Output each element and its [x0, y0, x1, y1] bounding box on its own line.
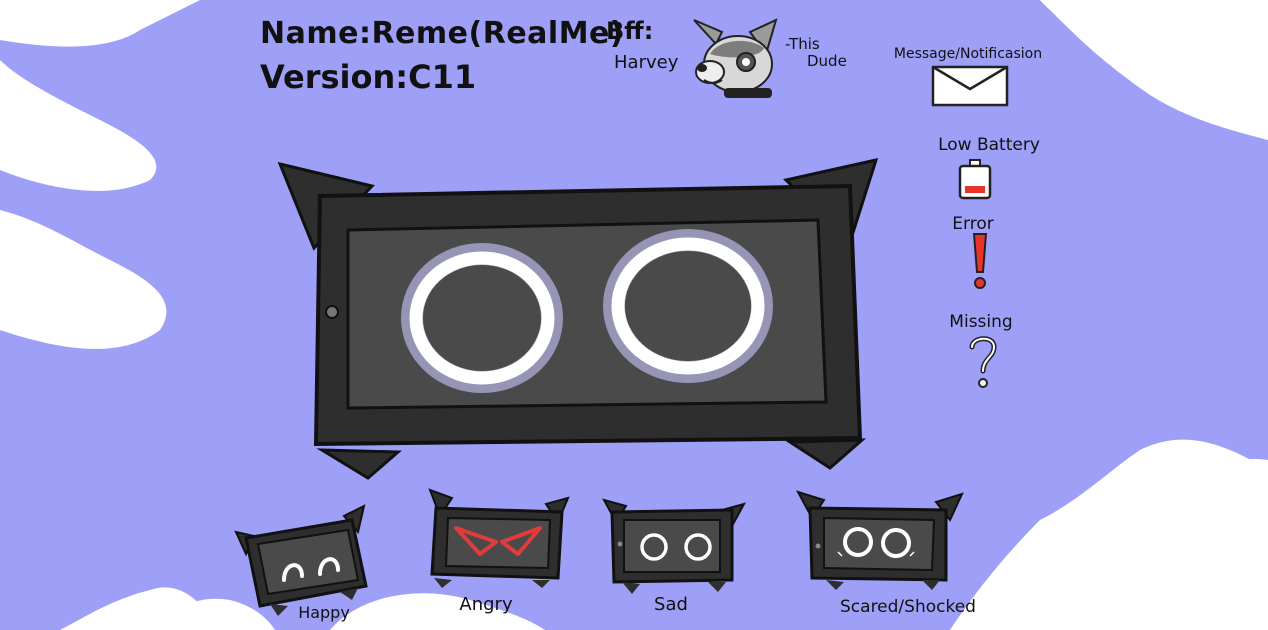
white-cloud-bottom-mid	[330, 593, 545, 630]
question-mark-icon	[969, 336, 997, 388]
expression-sad-face	[602, 498, 746, 594]
expression-angry-label: Angry	[459, 594, 513, 615]
exclamation-icon	[972, 233, 988, 289]
main-eye-right	[603, 229, 773, 383]
white-cloud-bottom-left	[160, 598, 275, 630]
bff-note: -This Dude	[785, 36, 847, 70]
expression-scared-label: Scared/Shocked	[840, 597, 976, 617]
expression-scared-face	[796, 490, 964, 590]
white-cloud-right	[1040, 0, 1268, 140]
status-low-battery-label: Low Battery	[938, 135, 1040, 155]
envelope-icon	[931, 65, 1009, 107]
bff-name: Harvey	[614, 52, 679, 73]
low-battery-icon	[958, 159, 992, 200]
status-message-label: Message/Notificasion	[893, 46, 1043, 62]
bff-title: Bff:	[606, 17, 654, 45]
harvey-dog-portrait	[693, 18, 778, 98]
expression-angry-face	[428, 488, 570, 588]
main-eye-left	[401, 243, 563, 393]
bff-note-line1: -This	[785, 35, 820, 53]
status-missing-label: Missing	[949, 312, 1013, 332]
white-cloud-bottom-right	[990, 459, 1268, 630]
main-monitor-face	[278, 157, 879, 480]
expression-sad-label: Sad	[654, 594, 688, 615]
monitor-foot-left	[316, 448, 402, 480]
status-error-label: Error	[952, 214, 994, 234]
profile-version: Version:C11	[260, 58, 477, 96]
profile-name: Name:Reme(RealMe)	[260, 16, 625, 51]
bff-note-line2: Dude	[807, 52, 847, 70]
expression-happy-label: Happy	[298, 603, 350, 622]
monitor-camera-dot	[325, 305, 339, 319]
monitor-foot-right	[785, 438, 867, 470]
expression-happy-face	[234, 504, 368, 616]
